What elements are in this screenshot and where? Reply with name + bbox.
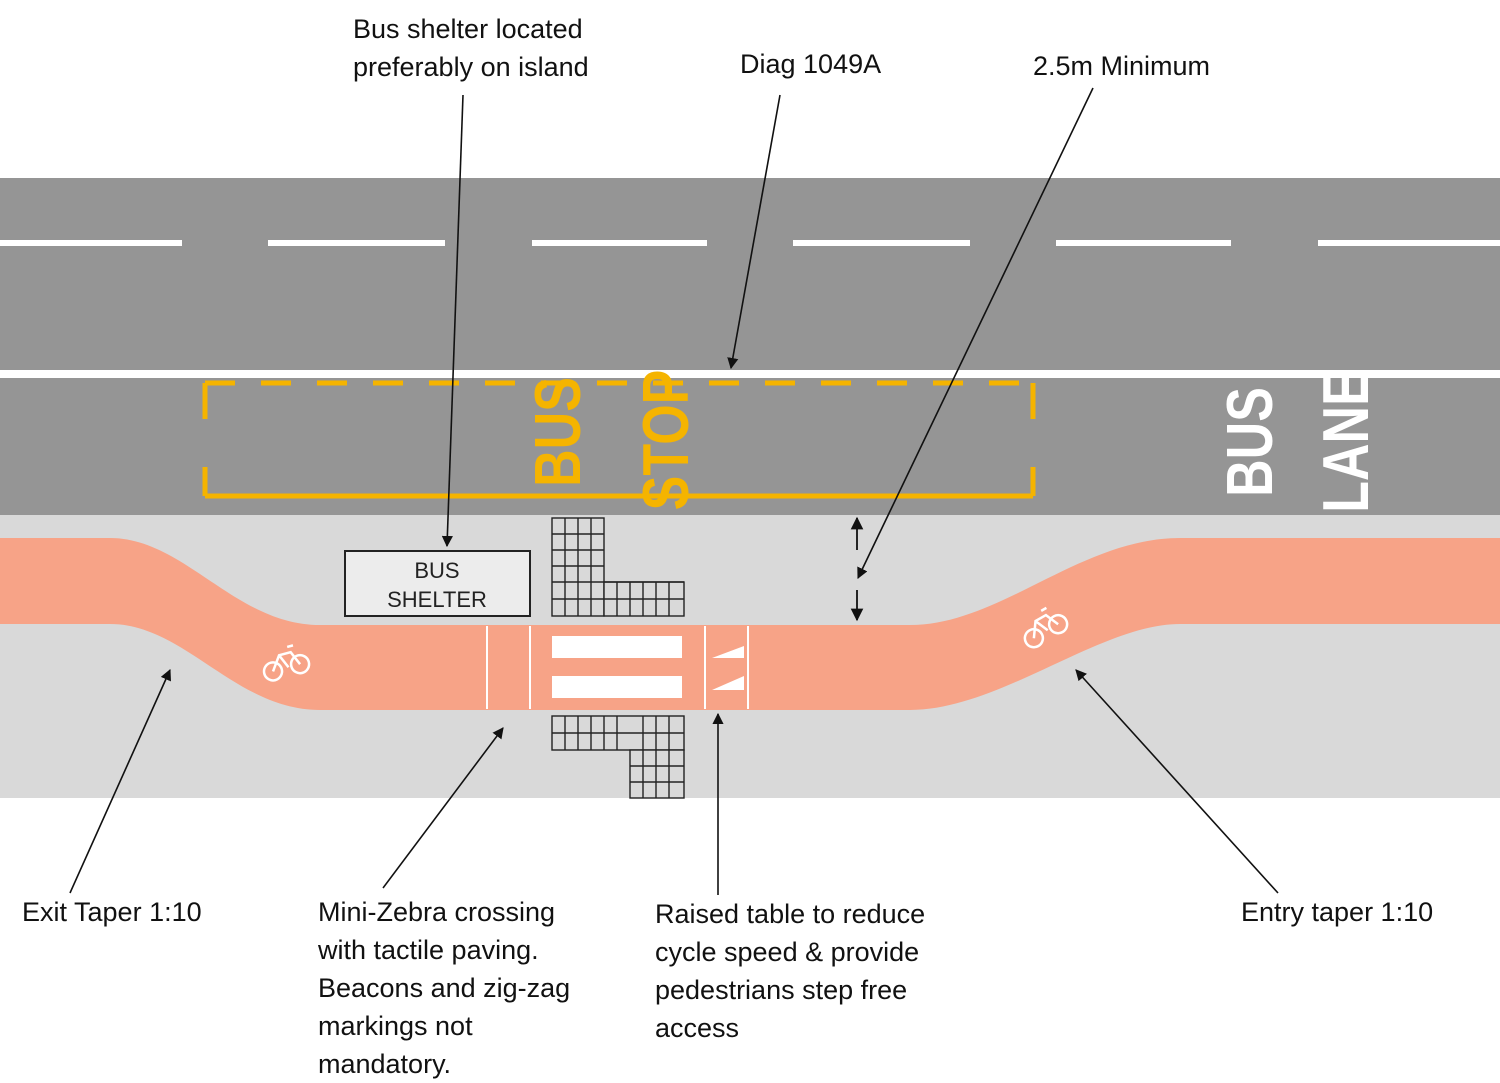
zebra-stripe-1 [552, 636, 682, 658]
callout-line: Exit Taper 1:10 [22, 897, 202, 927]
arrow-icon [1075, 669, 1279, 894]
callout-mini-zebra: Mini-Zebra crossing with tactile paving.… [318, 893, 570, 1083]
bus-shelter-label-2: SHELTER [387, 587, 487, 612]
callout-line: Beacons and zig-zag [318, 973, 571, 1003]
bus-stop-box [202, 380, 1036, 499]
callout-exit-taper: Exit Taper 1:10 [22, 893, 202, 931]
carriageway [0, 178, 1500, 515]
give-way-triangle-icon [712, 646, 744, 690]
bus-lane-word-1: BUS [1215, 387, 1287, 497]
bus-lane-line [0, 370, 1500, 378]
bicycle-symbol-icon [262, 644, 311, 682]
bus-stop-word-1: BUS [523, 377, 595, 487]
callout-line: markings not [318, 1011, 473, 1041]
zebra-stripe-2 [552, 676, 682, 698]
callout-raised-table: Raised table to reduce cycle speed & pro… [655, 895, 925, 1047]
callout-line: mandatory. [318, 1049, 452, 1079]
arrow-icon [69, 668, 171, 894]
arrow-icon [727, 94, 781, 370]
raised-table-lines [486, 626, 749, 709]
arrow-icon [441, 94, 464, 548]
callout-line: Entry taper 1:10 [1241, 897, 1434, 927]
bus-lane-word-2: LANE [1311, 371, 1383, 513]
callout-line: Bus shelter located [353, 14, 583, 44]
callout-line: Mini-Zebra crossing [318, 897, 556, 927]
bicycle-symbol-icon [1023, 606, 1069, 649]
arrow-icon [857, 87, 1094, 580]
callout-line: preferably on island [353, 52, 589, 82]
callout-line: access [655, 1013, 740, 1043]
tactile-paving-icon [551, 517, 685, 617]
callout-2-5m-minimum: 2.5m Minimum [1033, 47, 1210, 85]
cycle-track [0, 538, 1500, 710]
arrow-icon [382, 727, 504, 889]
bus-shelter-label-1: BUS [414, 558, 459, 583]
bus-stop-marking: BUS STOP [523, 370, 703, 511]
callout-diag-1049a: Diag 1049A [740, 45, 881, 83]
callout-line: with tactile paving. [318, 935, 539, 965]
callout-line: 2.5m Minimum [1033, 51, 1211, 81]
callout-line: cycle speed & provide [655, 937, 920, 967]
callout-line: Raised table to reduce [655, 899, 926, 929]
callout-bus-shelter: Bus shelter located preferably on island [353, 10, 589, 86]
callout-line: Diag 1049A [740, 49, 882, 79]
callout-entry-taper: Entry taper 1:10 [1241, 893, 1433, 931]
callout-line: pedestrians step free [655, 975, 908, 1005]
bus-lane-marking: BUS LANE [1215, 371, 1383, 513]
tactile-paving-icon [551, 715, 685, 799]
bus-stop-word-2: STOP [631, 370, 703, 511]
bus-shelter: BUS SHELTER [344, 550, 531, 617]
